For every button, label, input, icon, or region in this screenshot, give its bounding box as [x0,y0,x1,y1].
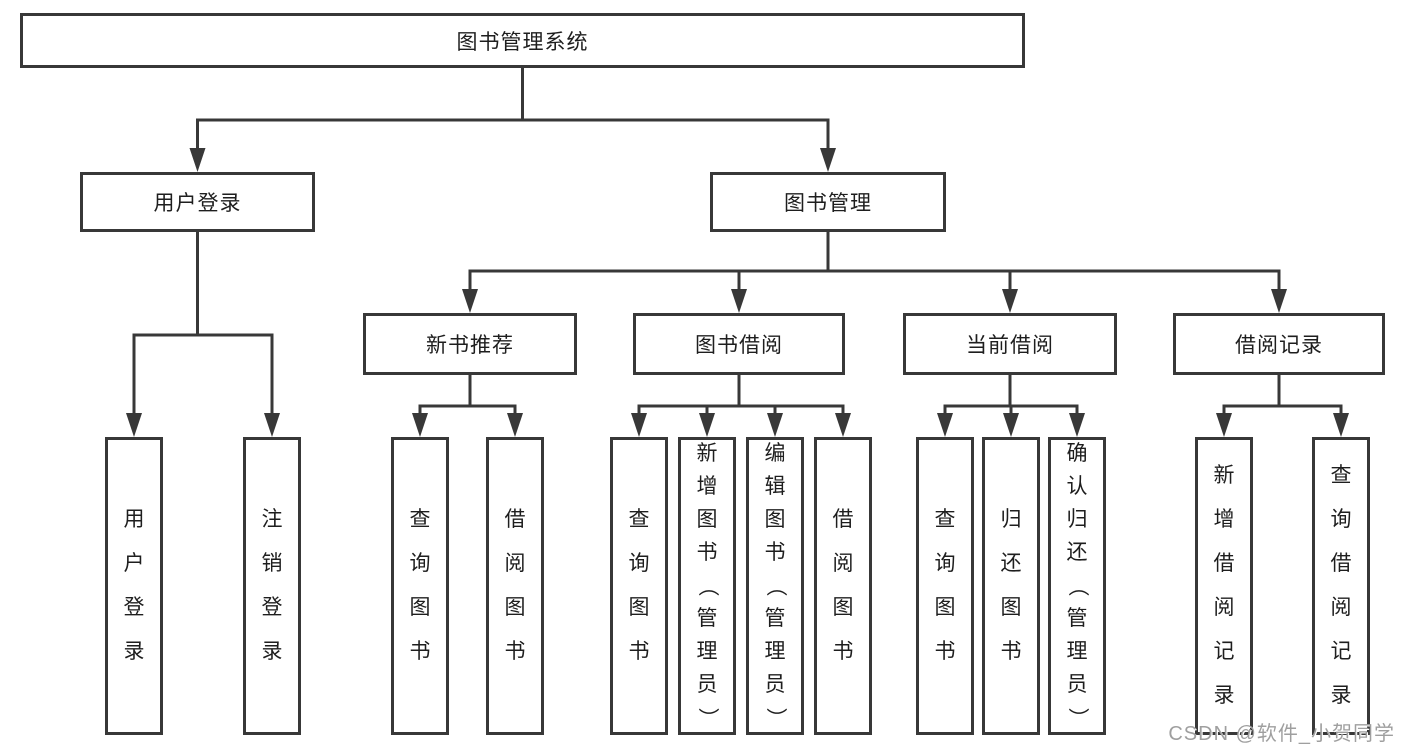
node-cb-return: 归还图书 [982,437,1040,735]
node-cb-confirm: 确认归还（管理员） [1048,437,1106,735]
node-label: 当前借阅 [966,334,1054,357]
node-bb-query: 查询图书 [610,437,668,735]
node-new-book-rec: 新书推荐 [363,313,577,375]
node-label: 归还图书 [1000,508,1022,663]
node-label: 借阅图书 [832,508,854,663]
node-nbr-borrow: 借阅图书 [486,437,544,735]
node-label: 借阅记录 [1235,334,1323,357]
node-br-add: 新增借阅记录 [1195,437,1253,735]
node-bb-edit: 编辑图书（管理员） [746,437,804,735]
node-label: 新增借阅记录 [1213,464,1235,707]
node-label: 借阅图书 [504,508,526,663]
node-label: 查询图书 [409,508,431,663]
node-label: 查询图书 [934,508,956,663]
node-label: 新增图书（管理员） [696,442,719,729]
node-leaf-user-login: 用户登录 [105,437,163,735]
node-bb-borrow: 借阅图书 [814,437,872,735]
node-label: 查询借阅记录 [1330,464,1352,707]
node-label: 图书管理系统 [456,30,589,54]
node-label: 新书推荐 [426,334,514,357]
node-current-borrow: 当前借阅 [903,313,1117,375]
node-label: 查询图书 [628,508,650,663]
node-nbr-query: 查询图书 [391,437,449,735]
node-book-mgmt: 图书管理 [710,172,946,232]
node-leaf-logout: 注销登录 [243,437,301,735]
watermark: CSDN @软件_小贺同学 [1168,723,1395,745]
node-label: 编辑图书（管理员） [764,442,787,729]
node-borrow-records: 借阅记录 [1173,313,1385,375]
node-br-query: 查询借阅记录 [1312,437,1370,735]
node-label: 确认归还（管理员） [1066,442,1089,729]
node-label: 用户登录 [123,508,145,663]
node-root: 图书管理系统 [20,13,1025,68]
node-cb-query: 查询图书 [916,437,974,735]
node-label: 注销登录 [261,508,283,663]
node-label: 用户登录 [153,192,242,215]
node-label: 图书借阅 [695,334,783,357]
node-book-borrow: 图书借阅 [633,313,845,375]
node-label: 图书管理 [784,192,872,215]
node-bb-add: 新增图书（管理员） [678,437,736,735]
node-user-login: 用户登录 [80,172,315,232]
